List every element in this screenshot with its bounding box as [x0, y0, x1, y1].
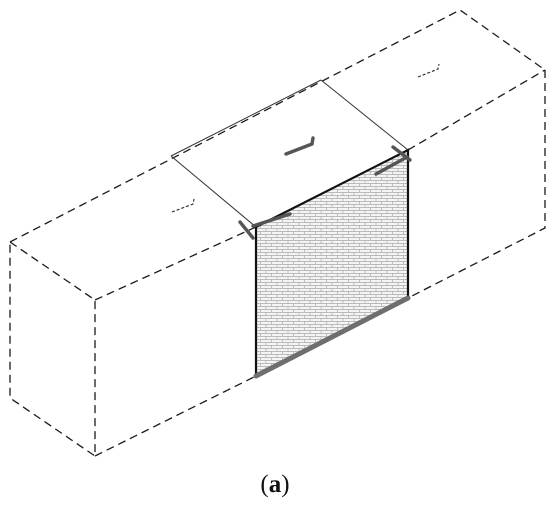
- wall-block-outline: [9, 9, 546, 457]
- wall-right-end-outline: [407, 70, 546, 299]
- wall-top-back-edge: [9, 9, 546, 243]
- wall-top-front-edge: [94, 226, 257, 301]
- wall-bottom-front-edge: [94, 375, 257, 457]
- top-strip-outline: [170, 79, 409, 228]
- caption-label: a: [268, 471, 282, 498]
- top-strip-right-edge: [320, 79, 409, 151]
- top-strip-left-edge: [170, 155, 257, 228]
- right-dashed-arrow-icon: [417, 63, 440, 78]
- top-strip-back-edge: [170, 79, 322, 157]
- figure-caption: (a): [260, 471, 290, 498]
- panel-anchors: [238, 145, 412, 240]
- brick-panel-border: [254, 148, 410, 376]
- brick-panel: [253, 148, 411, 379]
- right-anchor-connector-icon: [374, 145, 412, 176]
- left-anchor-connector-icon: [238, 212, 292, 240]
- brick-panel-face: [256, 150, 408, 376]
- wall-top-right-edge: [407, 69, 546, 151]
- wall-front-face-outline: [9, 241, 96, 457]
- panel-bottom-support-bar: [253, 295, 411, 379]
- left-dashed-arrow-icon: [171, 198, 195, 213]
- direction-markers: [171, 63, 440, 213]
- center-direction-arrow-icon: [284, 136, 315, 156]
